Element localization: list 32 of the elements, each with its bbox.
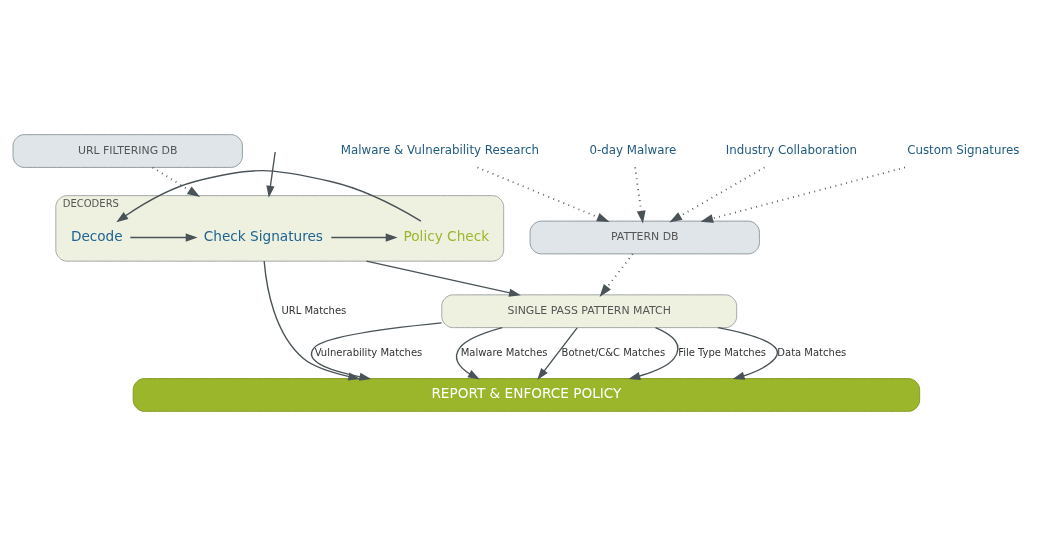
arrow [116, 170, 422, 223]
edge-label: Botnet/C&C Matches [561, 346, 666, 358]
arrow [717, 326, 779, 380]
edge-label: URL Matches [281, 304, 347, 316]
node-box: URL FILTERING DB [12, 134, 243, 168]
edge-label: Vulnerability Matches [314, 346, 423, 358]
edge-label: Data Matches [777, 346, 847, 358]
edge-label: Malware Matches [460, 346, 548, 358]
arrow [476, 166, 610, 223]
arrow [330, 233, 398, 242]
node-text: Custom Signatures [907, 143, 1020, 158]
node-box: PATTERN DB [529, 220, 760, 255]
edge-label: File Type Matches [678, 346, 767, 358]
node-text: Check Signatures [203, 227, 323, 244]
arrow [599, 253, 634, 297]
arrow [266, 151, 276, 198]
node-box: REPORT & ENFORCE POLICY [132, 378, 921, 412]
arrow [455, 327, 503, 380]
node-box: SINGLE PASS PATTERN MATCH [441, 294, 738, 329]
arrow [151, 166, 201, 198]
arrow [634, 166, 646, 224]
arrow [129, 233, 198, 242]
node-text: Policy Check [403, 227, 490, 244]
arrow [700, 166, 906, 223]
arrow [537, 327, 578, 380]
node-text: 0-day Malware [589, 143, 677, 158]
node-text: Industry Collaboration [725, 143, 857, 158]
node-text: Decode [70, 227, 123, 244]
arrow [365, 260, 521, 297]
arrow [669, 166, 766, 223]
node-text: Malware & Vulnerability Research [340, 143, 540, 158]
arrow [628, 326, 679, 380]
